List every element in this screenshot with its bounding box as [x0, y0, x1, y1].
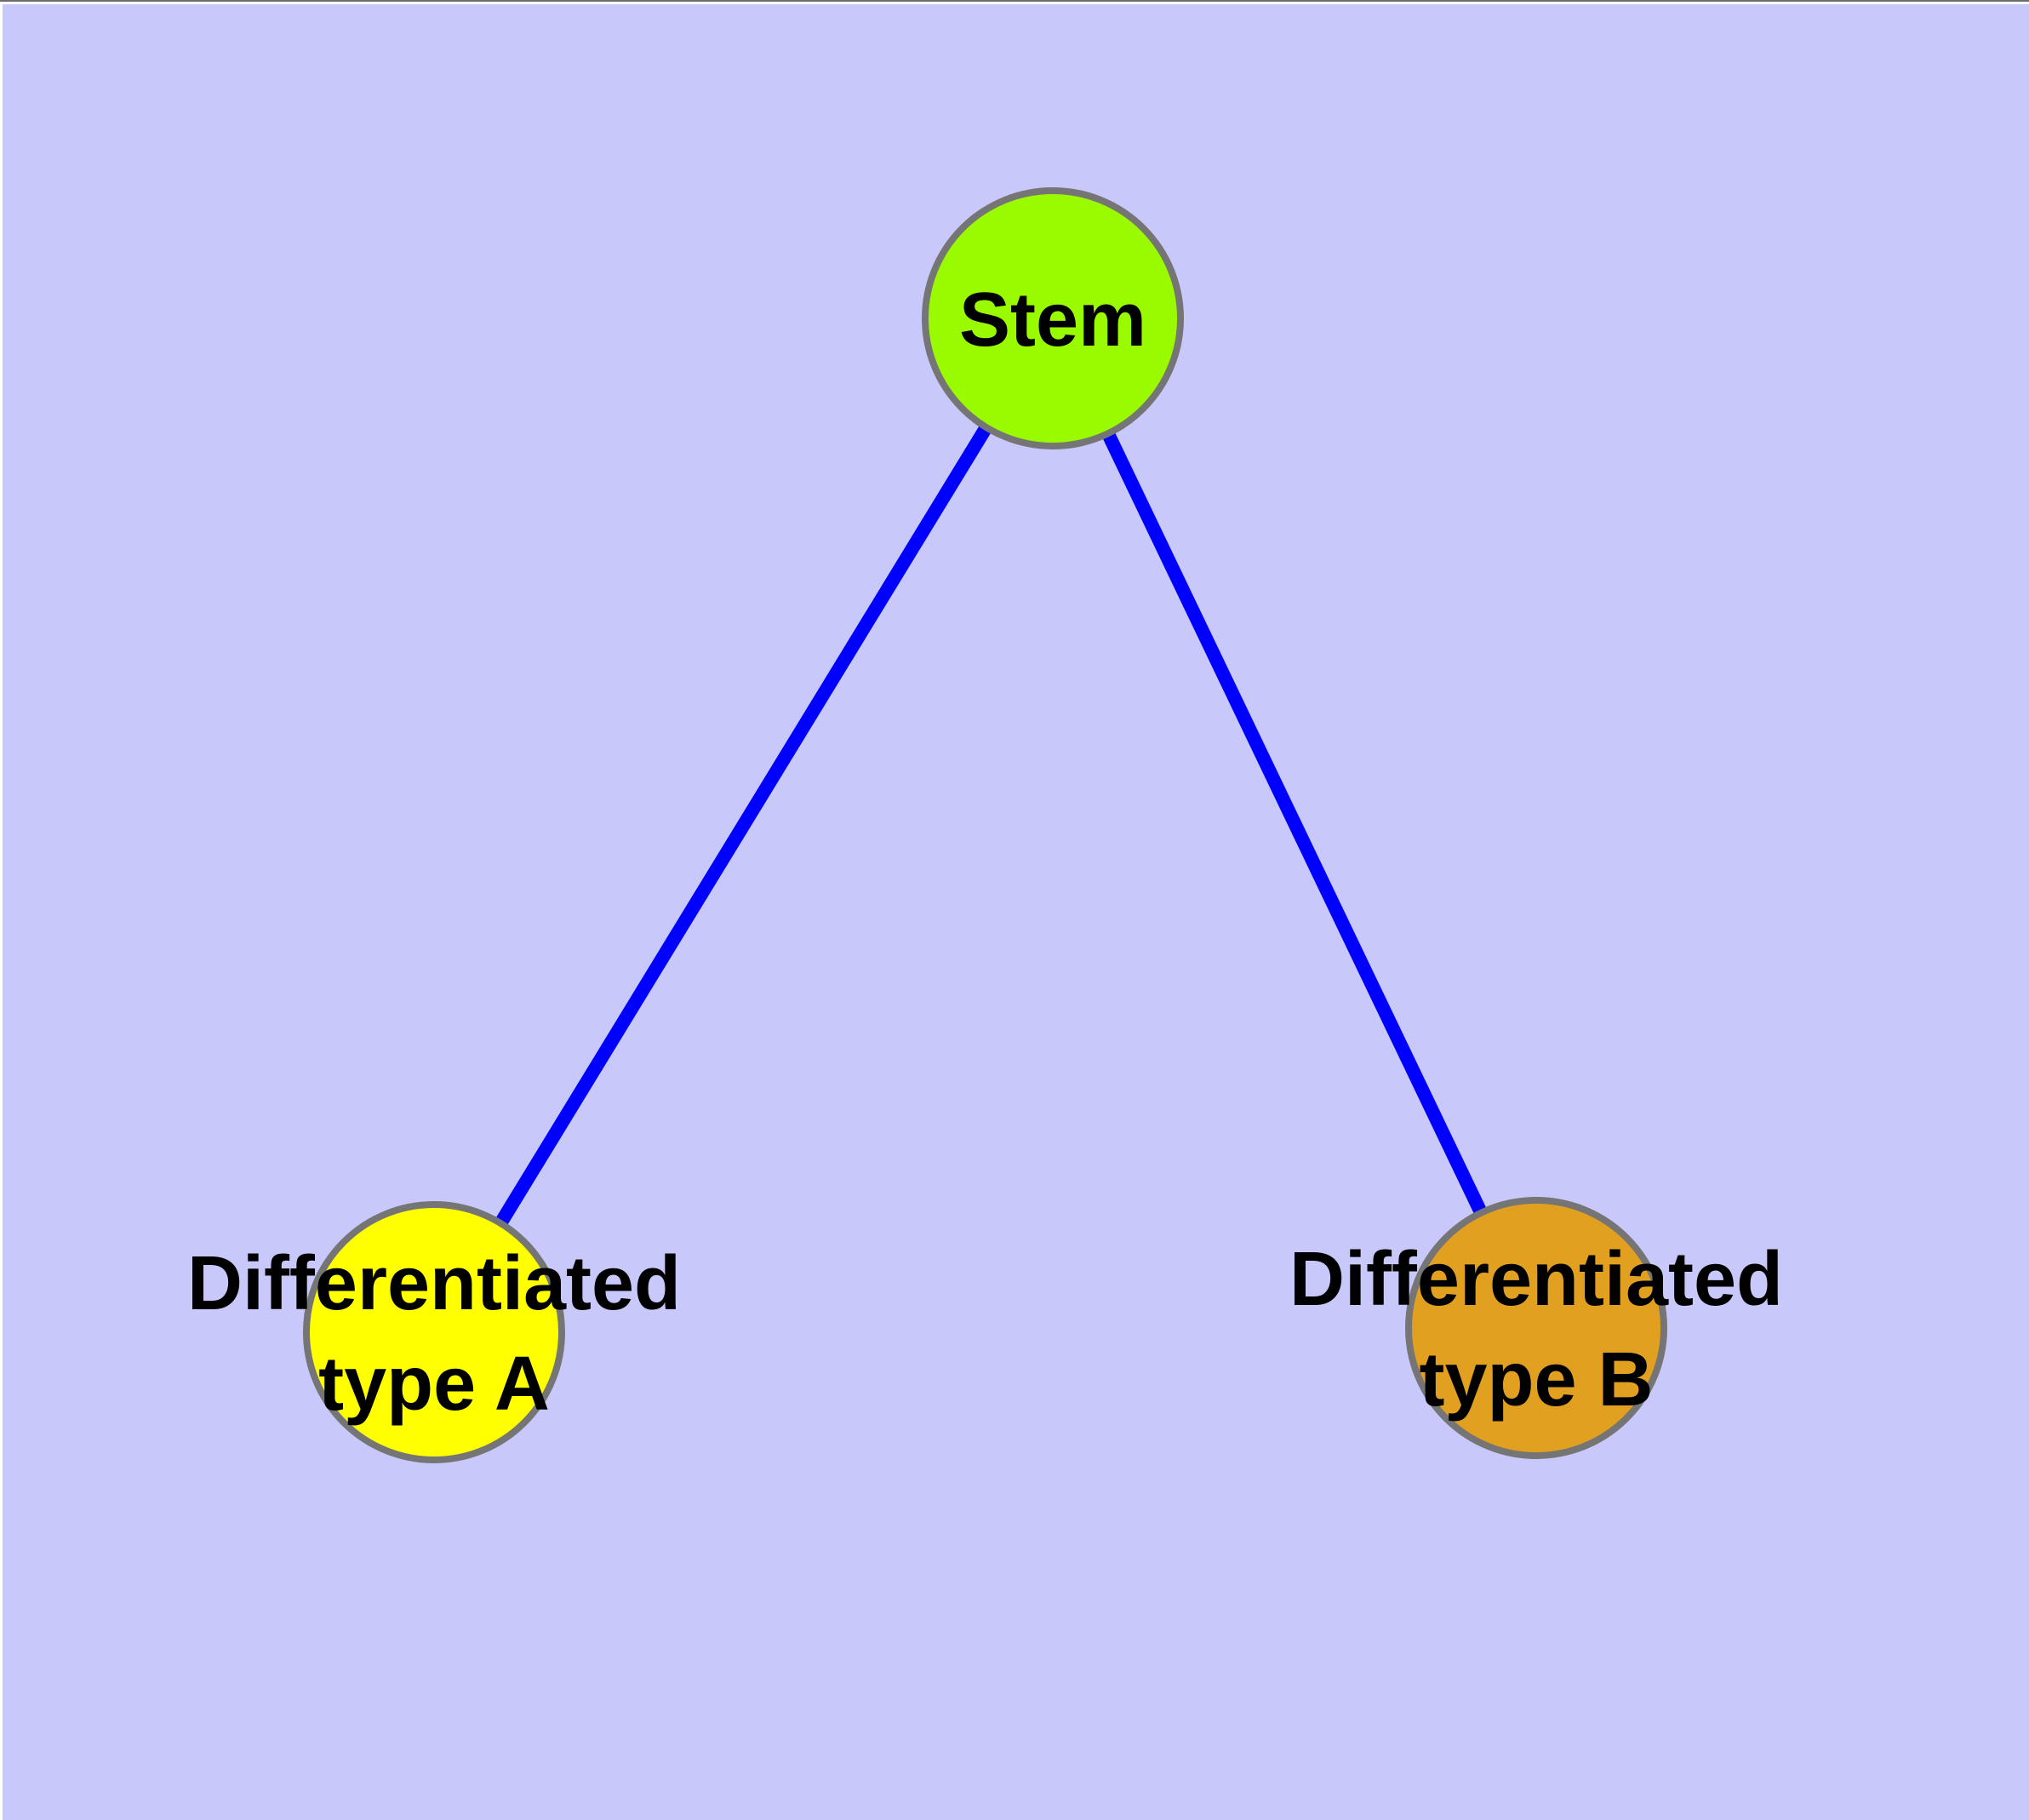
node-type-b-circle — [1405, 1197, 1667, 1459]
node-type-b-label-line2: type B — [1419, 1337, 1653, 1422]
window-top-edge — [0, 0, 2029, 2]
edge-stem-to-type-a — [428, 314, 1059, 1336]
node-stem-circle — [922, 187, 1184, 449]
node-type-a-circle — [303, 1201, 565, 1463]
node-type-a-label-line2: type A — [318, 1342, 550, 1427]
node-type-b-label-line1: Differentiated — [1289, 1237, 1783, 1322]
edge-stem-to-type-b — [1046, 315, 1543, 1331]
node-stem-label: Stem — [959, 278, 1146, 363]
node-type-a-label-line1: Differentiated — [187, 1241, 681, 1326]
